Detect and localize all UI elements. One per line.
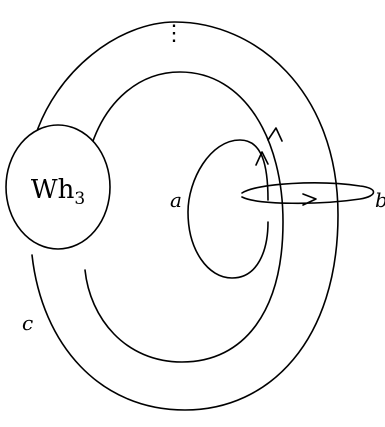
curve-a	[187, 139, 269, 279]
arrowhead-top	[267, 127, 283, 142]
arrowhead-b	[302, 193, 317, 206]
wh3-box	[5, 124, 111, 250]
inner-torus-boundary	[84, 71, 284, 363]
label-a: a	[170, 188, 182, 212]
curve-b	[241, 182, 375, 205]
outer-torus-boundary	[31, 21, 339, 411]
label-c: c	[22, 311, 33, 335]
arrowhead-a	[255, 151, 269, 166]
label-b: b	[375, 188, 385, 212]
wh3-label: Wh3	[31, 175, 85, 209]
ellipsis-mark: ⋮	[163, 21, 185, 46]
